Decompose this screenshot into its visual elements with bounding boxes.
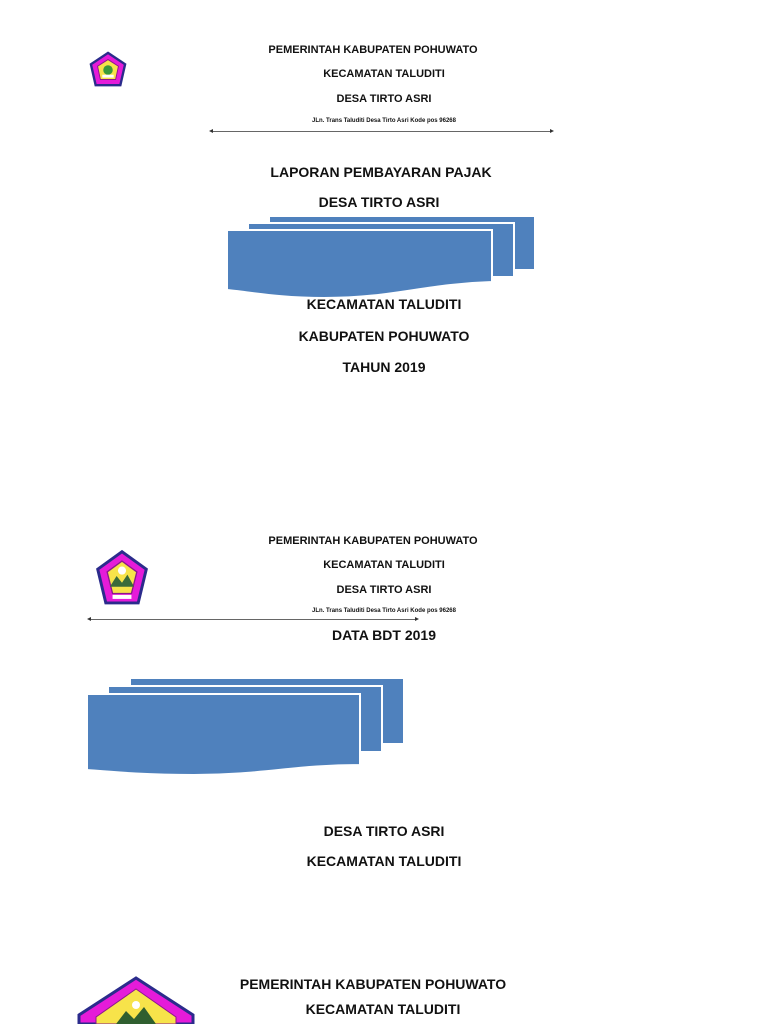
report-title: LAPORAN PEMBAYARAN PAJAK: [270, 164, 492, 180]
header-line-district: KECAMATAN TALUDITI: [323, 68, 445, 80]
footer-year: TAHUN 2019: [342, 359, 426, 375]
header-line-government: PEMERINTAH KABUPATEN POHUWATO: [268, 44, 478, 56]
data-title: DATA BDT 2019: [332, 627, 436, 643]
header-address: JLn. Trans Taluditi Desa Tirto Asri Kode…: [312, 608, 456, 614]
header-line-village: DESA TIRTO ASRI: [336, 93, 432, 105]
regency-emblem-icon: [89, 51, 127, 89]
regency-emblem-icon: [76, 975, 196, 1024]
header-divider: [209, 129, 554, 133]
header-line-village: DESA TIRTO ASRI: [336, 584, 432, 596]
header-line-district: KECAMATAN TALUDITI: [323, 559, 445, 571]
header-divider: [87, 617, 419, 621]
header-line-district: KECAMATAN TALUDITI: [305, 1001, 461, 1017]
footer-village: DESA TIRTO ASRI: [323, 823, 445, 839]
footer-district: KECAMATAN TALUDITI: [306, 853, 462, 869]
header-line-government: PEMERINTAH KABUPATEN POHUWATO: [268, 535, 478, 547]
regency-emblem-icon: [95, 549, 149, 607]
header-address: JLn. Trans Taluditi Desa Tirto Asri Kode…: [312, 118, 456, 124]
multi-document-shape: [224, 212, 540, 302]
header-line-government: PEMERINTAH KABUPATEN POHUWATO: [239, 976, 507, 992]
footer-regency: KABUPATEN POHUWATO: [298, 328, 470, 344]
multi-document-shape: [84, 675, 410, 779]
report-subtitle: DESA TIRTO ASRI: [318, 194, 440, 210]
footer-district: KECAMATAN TALUDITI: [306, 296, 462, 312]
